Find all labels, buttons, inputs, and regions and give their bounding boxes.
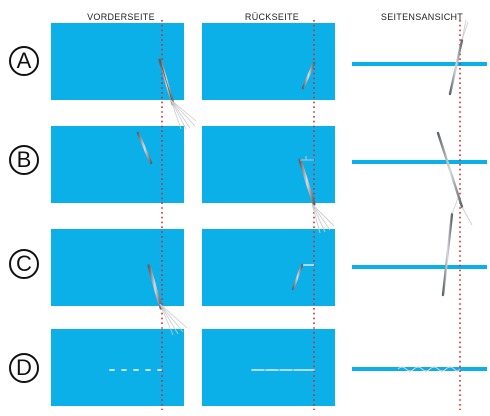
needle-side-icon [448, 19, 469, 96]
thread-icon [300, 156, 335, 234]
header-side: SEITENSANSICHT [380, 12, 464, 22]
thread-icon [159, 303, 188, 336]
needle-tip-icon [136, 131, 153, 165]
needle-icon [147, 264, 163, 310]
fabric-side-a [352, 62, 487, 66]
fabric-front-c [51, 229, 184, 306]
stitch-icon [291, 263, 314, 291]
row-label-a: A [9, 46, 39, 76]
fabric-back-a [202, 23, 335, 100]
needle-side-icon [436, 131, 473, 226]
header-front: VORDERSEITE [87, 12, 155, 22]
thread-icon [170, 99, 197, 130]
needle-side-icon [441, 197, 459, 297]
fabric-side-c [352, 265, 487, 269]
row-label-b: B [9, 145, 39, 175]
fabric-front-b [51, 126, 184, 203]
needle-icon [158, 58, 175, 106]
fabric-back-d [202, 329, 335, 406]
fabric-side-b [352, 160, 487, 164]
stitch-row-side [397, 366, 461, 372]
row-label-c: C [9, 249, 39, 279]
fabric-back-b [202, 126, 335, 203]
fabric-front-a [51, 23, 184, 100]
header-back: RÜCKSEITE [244, 12, 300, 22]
fabric-front-d [51, 329, 184, 406]
row-label-d: D [9, 353, 39, 383]
fabric-back-c [202, 229, 335, 306]
fabric-side-d [352, 367, 487, 371]
needle-icon [298, 158, 316, 206]
needle-tip-icon [301, 61, 316, 90]
